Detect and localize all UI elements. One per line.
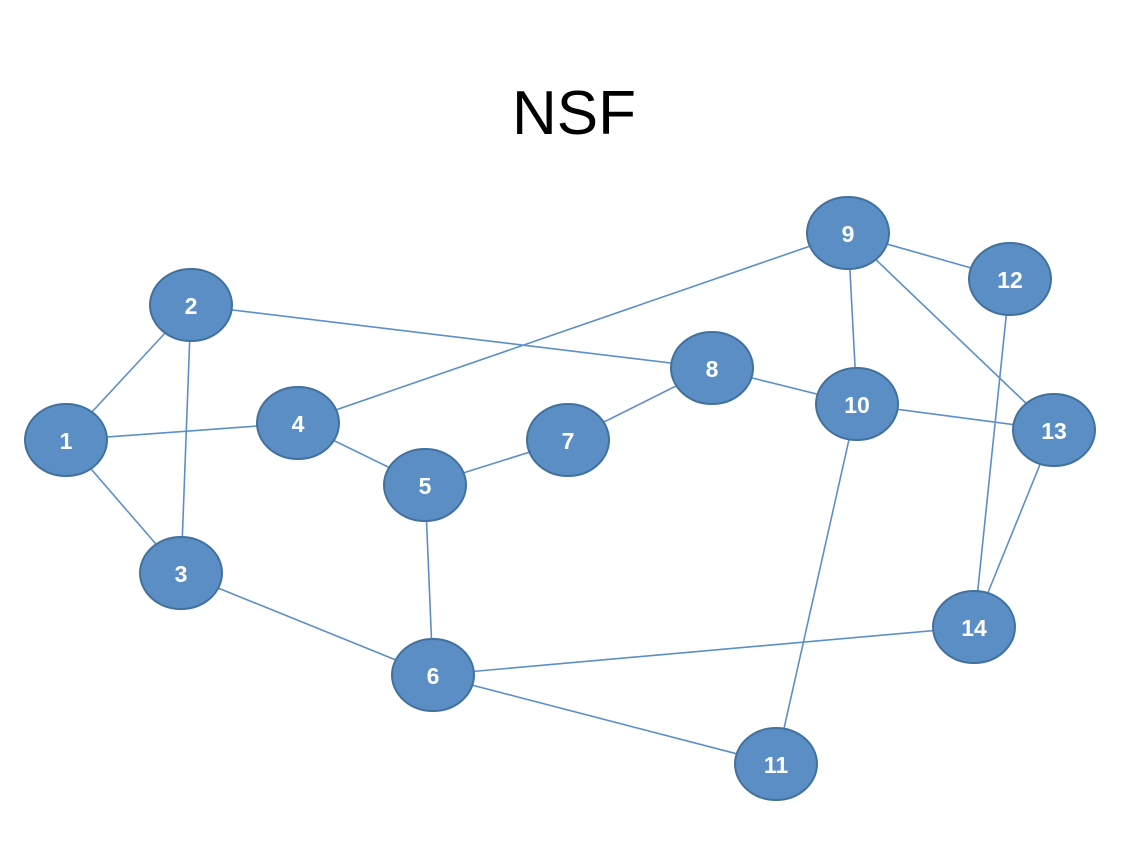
- node-label-4: 4: [292, 411, 305, 437]
- node-11: 11: [734, 727, 818, 801]
- node-label-11: 11: [764, 752, 789, 778]
- node-8: 8: [670, 331, 754, 405]
- node-2: 2: [149, 268, 233, 342]
- node-5: 5: [383, 448, 467, 522]
- node-label-13: 13: [1041, 418, 1067, 444]
- edge-12-14: [973, 278, 1011, 628]
- node-label-2: 2: [185, 293, 198, 319]
- node-circle-6: [391, 638, 475, 712]
- edge-2-8: [190, 304, 713, 369]
- edge-6-14: [432, 626, 975, 676]
- node-label-3: 3: [175, 561, 188, 587]
- node-circle-12: [968, 242, 1052, 316]
- node-circle-8: [670, 331, 754, 405]
- node-13: 13: [1012, 393, 1096, 467]
- node-6: 6: [391, 638, 475, 712]
- node-1: 1: [24, 403, 108, 477]
- node-circle-3: [139, 536, 223, 610]
- diagram-title: NSF: [512, 79, 636, 148]
- node-label-12: 12: [997, 267, 1023, 293]
- node-label-14: 14: [961, 615, 987, 641]
- node-label-5: 5: [419, 473, 432, 499]
- edge-2-3: [180, 304, 192, 574]
- edge-3-6: [180, 572, 434, 676]
- node-12: 12: [968, 242, 1052, 316]
- node-circle-10: [815, 367, 899, 441]
- edge-4-9: [297, 232, 849, 424]
- node-9: 9: [806, 196, 890, 270]
- node-circle-7: [526, 403, 610, 477]
- node-label-1: 1: [60, 428, 73, 454]
- node-circle-1: [24, 403, 108, 477]
- node-circle-14: [932, 590, 1016, 664]
- node-10: 10: [815, 367, 899, 441]
- edge-9-13: [847, 232, 1055, 431]
- node-label-7: 7: [562, 428, 575, 454]
- node-label-10: 10: [844, 392, 870, 418]
- node-4: 4: [256, 386, 340, 460]
- node-14: 14: [932, 590, 1016, 664]
- node-circle-2: [149, 268, 233, 342]
- node-circle-4: [256, 386, 340, 460]
- node-circle-5: [383, 448, 467, 522]
- node-label-9: 9: [842, 221, 855, 247]
- edge-10-11: [775, 403, 858, 765]
- node-7: 7: [526, 403, 610, 477]
- node-circle-13: [1012, 393, 1096, 467]
- node-label-6: 6: [427, 663, 440, 689]
- node-circle-11: [734, 727, 818, 801]
- edge-6-11: [432, 674, 777, 765]
- node-circle-9: [806, 196, 890, 270]
- node-3: 3: [139, 536, 223, 610]
- node-label-8: 8: [706, 356, 719, 382]
